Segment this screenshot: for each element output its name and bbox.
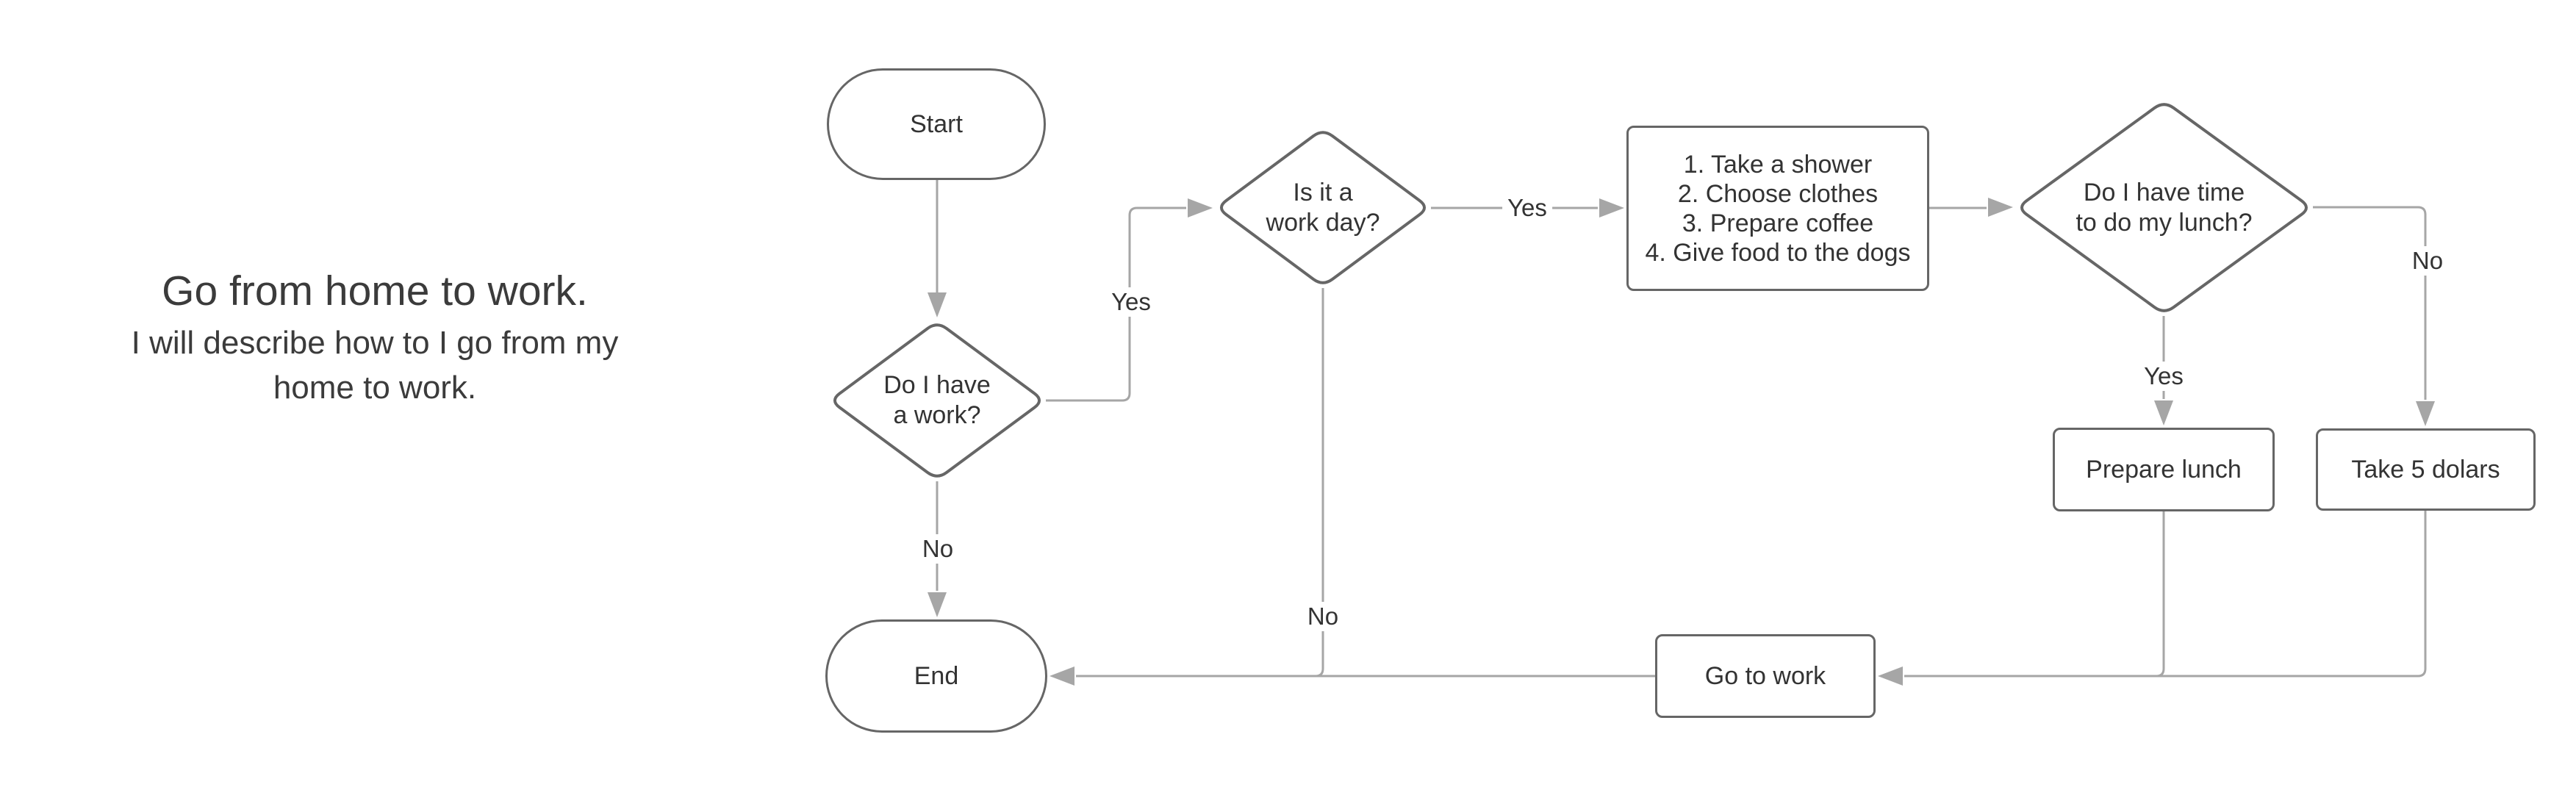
edge-work-day-no[interactable] [1286,288,1324,678]
node-work-day[interactable]: Is it a work day? [1215,127,1431,288]
node-has-work-label: Do I have a work? [883,371,991,429]
node-take-5-dolars-label: Take 5 dolars [2351,455,2500,484]
node-end[interactable]: End [825,619,1047,733]
arrowhead-take5-to-go-work [1878,666,1903,686]
arrowhead-has-work-yes [1188,198,1213,218]
node-time-for-lunch-label: Do I have time to do my lunch? [2075,178,2253,237]
node-go-to-work[interactable]: Go to work [1655,634,1876,718]
node-morning-routine[interactable]: 1. Take a shower 2. Choose clothes 3. Pr… [1626,126,1929,291]
edge-time-lunch-no[interactable] [2313,206,2427,400]
routine-item-3: 3. Prepare coffee [1682,209,1874,237]
node-go-to-work-label: Go to work [1704,661,1826,690]
arrowhead-start-to-has-work [928,292,947,317]
node-take-5-dolars[interactable]: Take 5 dolars [2316,428,2536,511]
diagram-description: Go from home to work. I will describe ho… [85,266,665,410]
arrowhead-time-lunch-yes [2154,400,2173,425]
edge-label-has-work-yes[interactable]: Yes [1106,287,1156,317]
node-end-label: End [914,661,959,690]
edge-label-work-day-no[interactable]: No [1302,602,1344,631]
edge-prepare-lunch-merge[interactable] [2117,511,2165,678]
node-time-for-lunch[interactable]: Do I have time to do my lunch? [2015,99,2313,316]
arrowhead-has-work-no [928,592,947,617]
node-morning-routine-list: 1. Take a shower 2. Choose clothes 3. Pr… [1645,150,1910,267]
description-subtitle-line1: I will describe how to I go from my [131,325,619,361]
routine-item-1: 1. Take a shower [1683,150,1873,179]
description-subtitle-line2: home to work. [273,370,477,406]
arrowhead-routine-to-time-lunch [1988,198,2013,217]
edge-label-time-for-lunch-no[interactable]: No [2406,246,2449,276]
node-work-day-label: Is it a work day? [1266,178,1380,237]
node-start-label: Start [910,109,963,138]
diamond-shape-has-work [833,323,1041,478]
arrowhead-time-lunch-no [2416,401,2435,426]
edge-take5-to-go-work[interactable] [1904,511,2427,678]
arrowhead-go-work-to-end [1050,666,1074,686]
diamond-shape-time-for-lunch [2020,103,2308,312]
node-has-work[interactable]: Do I have a work? [828,320,1046,481]
node-prepare-lunch[interactable]: Prepare lunch [2053,428,2275,511]
edge-label-has-work-no[interactable]: No [916,534,959,564]
arrowhead-work-day-yes [1599,198,1624,218]
edge-label-time-for-lunch-yes[interactable]: Yes [2139,362,2189,391]
node-start[interactable]: Start [827,68,1046,180]
routine-item-2: 2. Choose clothes [1677,179,1879,208]
edge-label-work-day-yes[interactable]: Yes [1502,193,1552,223]
description-heading: Go from home to work. [162,267,588,315]
node-prepare-lunch-label: Prepare lunch [2086,455,2242,484]
diamond-shape-work-day [1219,131,1427,284]
routine-item-4: 4. Give food to the dogs [1645,238,1911,267]
